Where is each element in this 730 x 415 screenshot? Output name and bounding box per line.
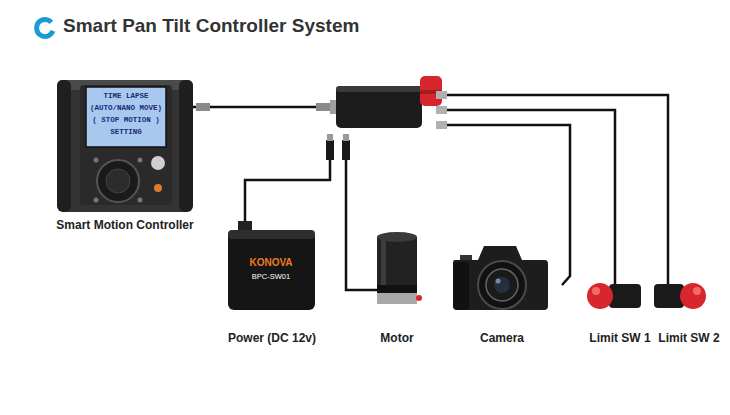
lens-glint — [496, 279, 501, 284]
battery-lid — [228, 230, 315, 239]
camera-dial — [460, 255, 472, 260]
led — [154, 184, 162, 192]
lcd-text: SETTING — [110, 128, 142, 136]
controller-cable — [193, 106, 332, 109]
dc-plug — [342, 140, 350, 160]
limit-cable — [447, 110, 615, 284]
motor-screw — [416, 295, 422, 301]
device-name: Smart Motion Controller — [56, 218, 193, 233]
camera-grip — [453, 262, 469, 310]
camera-lens — [494, 277, 510, 293]
motor-cable — [346, 160, 377, 290]
motor-device — [377, 232, 422, 304]
camera-device — [453, 246, 548, 310]
camera-lens — [486, 269, 518, 301]
motor-highlight — [381, 240, 386, 292]
hub-body — [336, 86, 422, 128]
controller-bumper — [57, 80, 71, 212]
motor-body — [377, 237, 417, 295]
jack — [436, 121, 447, 129]
controller-panel — [80, 85, 172, 205]
limit-switch-device — [654, 283, 706, 309]
dc-plug — [327, 134, 333, 141]
title-icon — [34, 17, 56, 39]
page-title: Smart Pan Tilt Controller System — [63, 15, 359, 37]
device-name: Limit SW 1 — [589, 331, 650, 346]
device-label: Limit SW 2 — [656, 331, 721, 346]
device-label: Camera — [478, 331, 526, 346]
lcd-screen — [86, 87, 166, 147]
hub-device — [326, 76, 447, 160]
switch-ball — [587, 283, 613, 309]
hub-top — [336, 86, 422, 92]
device-name: Camera — [480, 331, 524, 346]
button — [138, 198, 143, 203]
controller-bumper — [179, 80, 193, 212]
model-number: BPC-SW01 — [252, 272, 290, 281]
motor-ring — [377, 285, 417, 293]
device-name: Power (DC 12v) — [228, 331, 316, 346]
control-knob — [106, 169, 130, 193]
battery-device — [228, 221, 315, 310]
button — [138, 158, 143, 163]
controller-body — [57, 80, 193, 212]
controller-device — [57, 80, 193, 212]
power-cable — [245, 160, 330, 224]
button — [94, 158, 99, 163]
switch-ball — [680, 283, 706, 309]
camera-lens — [478, 261, 526, 309]
camera-body — [453, 246, 548, 310]
button — [94, 198, 99, 203]
device-name: Limit SW 2 — [658, 331, 719, 346]
device-label: Smart Motion Controller — [54, 218, 195, 233]
limit-switch-device — [587, 283, 641, 309]
cables — [193, 95, 668, 290]
device-label: Power (DC 12v) — [226, 331, 318, 346]
cable-connector — [316, 103, 330, 111]
device-label: Limit SW 1 — [587, 331, 652, 346]
cable-connector — [196, 103, 210, 111]
dc-plug — [326, 140, 334, 160]
switch-highlight — [592, 287, 600, 295]
brand-name: KONOVA — [249, 257, 292, 268]
dc-plug — [343, 134, 349, 141]
lcd-text: (AUTO/NANO MOVE) — [90, 104, 162, 112]
control-knob — [97, 160, 139, 202]
device-name: Motor — [380, 331, 413, 346]
jack — [436, 106, 447, 114]
button — [151, 156, 165, 170]
lcd-text: ( STOP MOTION ) — [92, 116, 160, 124]
switch-body — [609, 284, 641, 308]
switch-highlight — [693, 287, 701, 295]
lcd-text: TIME LAPSE — [103, 92, 148, 100]
device-label: Motor — [378, 331, 415, 346]
switch-body — [654, 284, 684, 308]
battery-body — [228, 230, 315, 310]
motor-band — [377, 293, 417, 304]
jack — [436, 91, 447, 99]
